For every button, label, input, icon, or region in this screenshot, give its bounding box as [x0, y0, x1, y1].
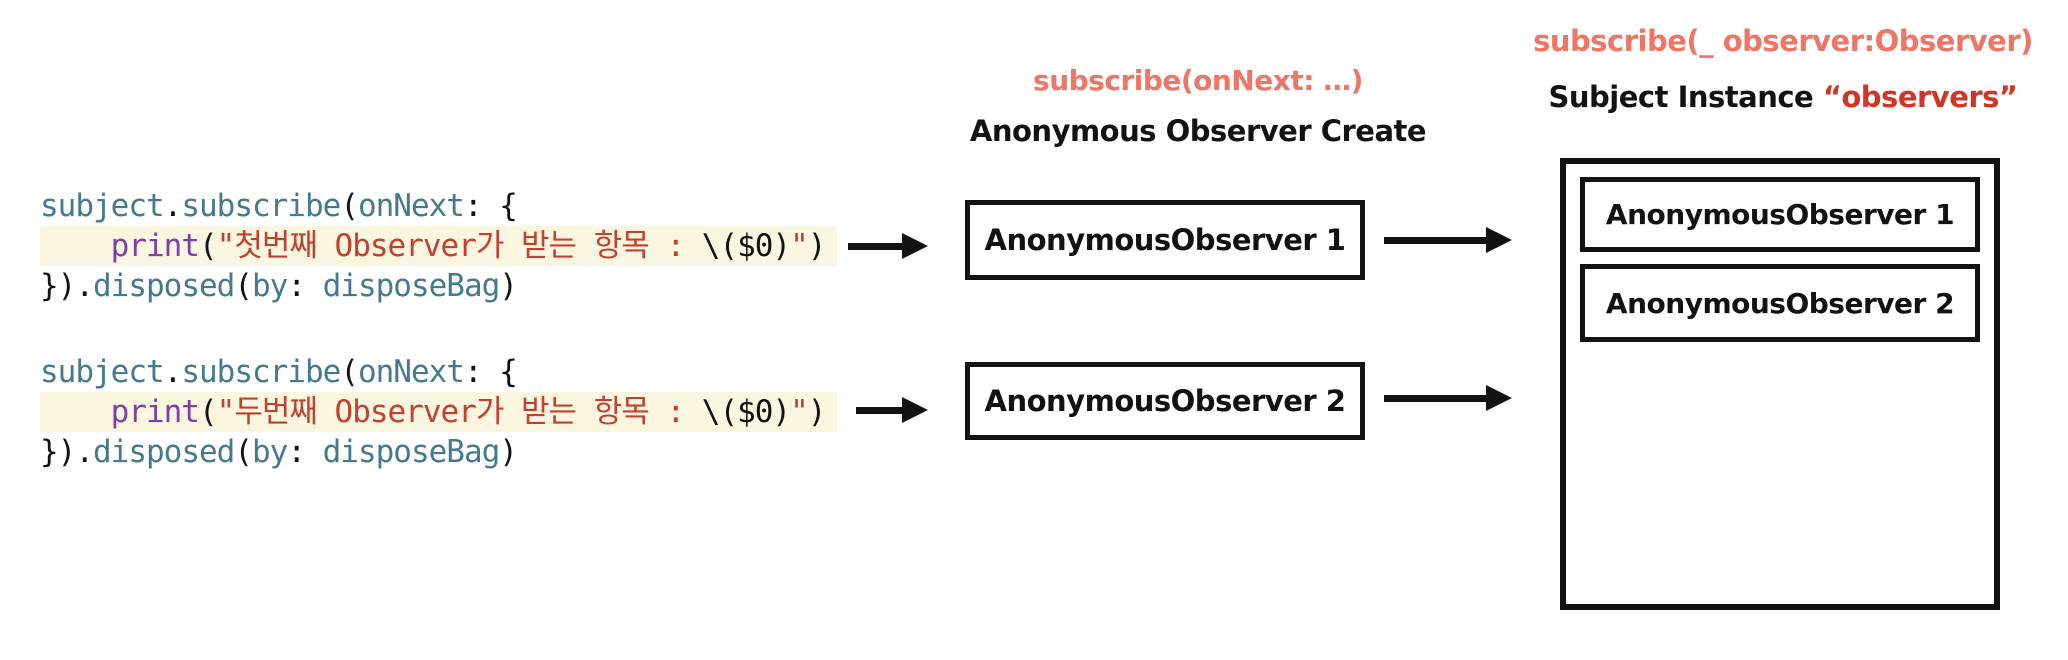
arrow-right-icon: [1384, 385, 1512, 411]
code-block-second-subscribe: subject.subscribe(onNext: { print("두번째 O…: [40, 352, 838, 472]
arrow-shaft: [856, 406, 902, 414]
code-line: subject.subscribe(onNext: {: [40, 354, 518, 390]
container-item-1-label: AnonymousObserver 1: [1605, 198, 1955, 231]
code-line: }).disposed(by: disposeBag): [40, 434, 518, 470]
anonymous-observer-2-box: AnonymousObserver 2: [965, 362, 1365, 440]
code-block-first-subscribe: subject.subscribe(onNext: { print("첫번째 O…: [40, 186, 838, 306]
container-item-2-label: AnonymousObserver 2: [1605, 286, 1955, 320]
subject-observers-container: AnonymousObserver 1 AnonymousObserver 2: [1560, 158, 2000, 610]
arrow-head: [1486, 385, 1512, 411]
right-header-method: subscribe(_ observer:Observer): [1533, 24, 2033, 58]
code-line: }).disposed(by: disposeBag): [40, 268, 518, 304]
arrow-shaft: [1384, 394, 1486, 402]
middle-header-method: subscribe(onNext: …): [1033, 64, 1363, 97]
arrow-head: [1486, 227, 1512, 253]
anonymous-observer-1-label: AnonymousObserver 1: [984, 223, 1346, 257]
subject-instance-label: Subject Instance: [1548, 80, 1814, 114]
middle-header-title: Anonymous Observer Create: [969, 114, 1427, 148]
arrow-head: [902, 397, 928, 423]
code-line-highlighted: print("첫번째 Observer가 받는 항목 : \($0)"): [40, 226, 838, 266]
arrow-right-icon: [1384, 227, 1512, 253]
container-item-anonymous-observer-1: AnonymousObserver 1: [1580, 177, 1980, 252]
code-line: subject.subscribe(onNext: {: [40, 188, 518, 224]
arrow-head: [902, 233, 928, 259]
code-line-highlighted: print("두번째 Observer가 받는 항목 : \($0)"): [40, 392, 838, 432]
right-header-title: Subject Instance “observers”: [1528, 80, 2038, 114]
observers-quoted-label: “observers”: [1822, 80, 2018, 114]
anonymous-observer-1-box: AnonymousObserver 1: [965, 200, 1365, 280]
arrow-right-icon: [848, 233, 928, 259]
arrow-shaft: [1384, 236, 1486, 244]
container-item-anonymous-observer-2: AnonymousObserver 2: [1580, 264, 1980, 342]
arrow-right-icon: [856, 397, 928, 423]
anonymous-observer-2-label: AnonymousObserver 2: [984, 384, 1346, 418]
arrow-shaft: [848, 242, 902, 250]
